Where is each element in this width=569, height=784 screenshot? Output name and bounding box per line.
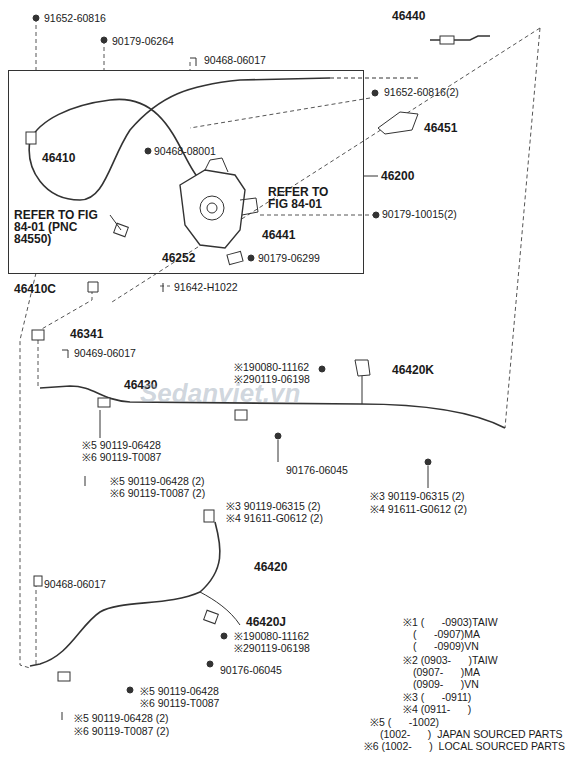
part-number: 90469-06017 — [74, 347, 136, 359]
callout-text: ※2 (0903- )TAIW — [403, 654, 498, 666]
callout-text: (0907- )MA — [413, 666, 480, 678]
callout-text: ※6 (1002- ) LOCAL SOURCED PARTS — [364, 740, 565, 752]
callout-text: ※5 ( -1002) — [370, 716, 439, 728]
part-number: 46451 — [424, 122, 457, 134]
callout-text: ※3 90119-06315 (2) — [226, 500, 321, 512]
part-number: 46410C — [14, 283, 56, 295]
part-number: 46410 — [42, 152, 75, 164]
callout-text: ※6 90119-T0087 — [140, 697, 219, 709]
part-number: 46341 — [70, 328, 103, 340]
callout-text: ※4 91611-G0612 (2) — [226, 512, 323, 524]
part-number: 46420K — [392, 364, 434, 376]
callout-text: ※290119-06198 — [234, 642, 310, 654]
callout-text: (1002- ) JAPAN SOURCED PARTS — [380, 728, 563, 740]
part-number: 90468-08001 — [154, 145, 216, 157]
part-number: 46252 — [162, 252, 195, 264]
callout-text: ( -0909)VN — [413, 640, 479, 652]
part-number: 91652-60816 — [44, 12, 106, 24]
part-number: 90179-06299 — [258, 252, 320, 264]
part-number: 90176-06045 — [220, 664, 282, 676]
callout-text: ( -0907)MA — [413, 628, 480, 640]
callout-text: ※5 90119-06428 — [140, 685, 219, 697]
callout-text: ※190080-11162 — [234, 630, 309, 642]
callout-text: ※190080-11162 — [234, 361, 309, 373]
part-number: 91642-H1022 — [174, 281, 238, 293]
callout-text: ※6 90119-T0087 (2) — [74, 725, 169, 737]
callout-text: REFER TO FIG 84-01 (PNC 84550) — [14, 209, 106, 245]
part-number: 46440 — [392, 10, 425, 22]
part-number: 46420J — [246, 616, 286, 628]
group-part-number: 46200 — [381, 170, 414, 182]
callout-text: ※3 90119-06315 (2) — [370, 490, 465, 502]
callout-text: ※4 (0911- ) — [403, 703, 471, 715]
callout-text: ※5 90119-06428 — [82, 439, 161, 451]
part-number: 90468-06017 — [44, 578, 106, 590]
callout-text: ※6 90119-T0087 — [82, 451, 161, 463]
callout-text: ※1 ( -0903)TAIW — [403, 616, 498, 628]
part-number: 90179-10015(2) — [382, 208, 457, 220]
part-number: 46420 — [254, 561, 287, 573]
callout-text: REFER TO FIG 84-01 — [268, 186, 338, 210]
callout-text: ※6 90119-T0087 (2) — [110, 487, 205, 499]
part-number: 46441 — [262, 229, 295, 241]
callout-text: ※4 91611-G0612 (2) — [370, 503, 467, 515]
callout-text: ※3 ( -0911) — [403, 691, 471, 703]
part-number: 90179-06264 — [112, 35, 174, 47]
callout-text: (0909- )VN — [413, 678, 479, 690]
callout-text: ※5 90119-06428 (2) — [110, 475, 205, 487]
group-outline: 46200 — [8, 70, 364, 274]
watermark: Sedanviet.vn — [140, 378, 300, 409]
part-number: 90176-06045 — [286, 464, 348, 476]
callout-text: ※5 90119-06428 (2) — [74, 712, 169, 724]
part-number: 90468-06017 — [204, 54, 266, 66]
part-number: 91652-60816(2) — [384, 86, 459, 98]
